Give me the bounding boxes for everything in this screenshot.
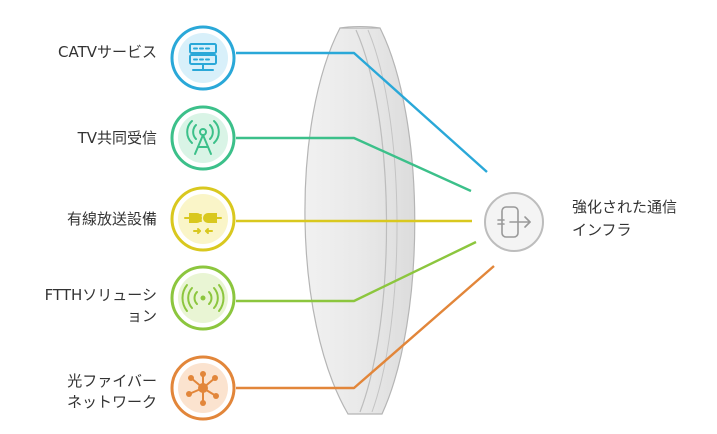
- input-label-1-text: TV共同受信: [77, 129, 157, 147]
- output-icon-circle: [484, 192, 544, 252]
- connector-line-0: [236, 51, 488, 173]
- output-label: 強化された通信 インフラ: [572, 196, 712, 242]
- connector-line-4: [236, 265, 495, 390]
- connector-lines: [236, 51, 495, 390]
- input-label-2: 有線放送設備: [67, 209, 157, 230]
- icon-circle-4: [170, 355, 236, 421]
- exit-door-icon: [497, 206, 531, 238]
- input-label-4-line-2: ネットワーク: [66, 393, 157, 411]
- output-label-line-1: 強化された通信: [572, 198, 678, 216]
- input-label-3-line-2: ョン: [126, 307, 157, 325]
- input-label-4: 光ファイバー ネットワーク: [67, 371, 157, 413]
- output-label-line-2: インフラ: [572, 221, 632, 239]
- plug-connector-icon: [184, 213, 222, 234]
- input-label-4-line-1: 光ファイバー: [67, 372, 157, 390]
- input-label-0-text: CATVサービス: [58, 43, 157, 61]
- input-label-3: FTTHソリューシ ョン: [45, 285, 157, 327]
- input-label-0: CATVサービス: [58, 42, 157, 63]
- wireless-signal-icon: [181, 284, 225, 312]
- input-label-2-text: 有線放送設備: [66, 210, 157, 228]
- server-rack-icon: [189, 43, 217, 71]
- network-hub-icon: [186, 371, 219, 406]
- icon-circle-1: [170, 105, 236, 171]
- input-label-1: TV共同受信: [78, 128, 157, 149]
- broadcast-antenna-icon: [186, 120, 220, 155]
- icon-circle-3: [170, 265, 236, 331]
- icon-circle-0: [170, 25, 236, 91]
- connector-line-1: [236, 136, 472, 193]
- icon-circle-2: [170, 186, 236, 252]
- connector-line-3: [236, 240, 477, 303]
- input-label-3-line-1: FTTHソリューシ: [44, 286, 157, 304]
